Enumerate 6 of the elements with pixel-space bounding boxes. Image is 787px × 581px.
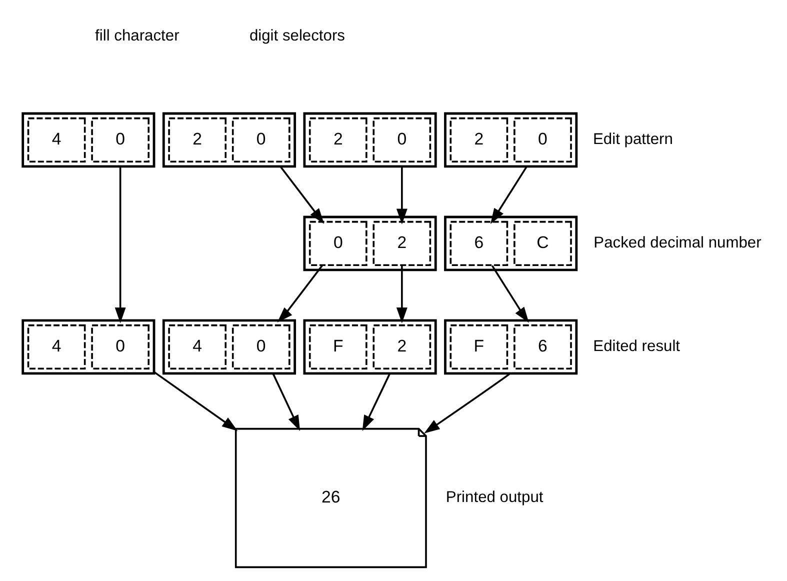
label: Edit pattern [593, 130, 673, 148]
label: fill character [95, 27, 180, 44]
label: digit selectors [249, 27, 345, 44]
label: Edited result [593, 338, 680, 355]
label: Printed output [446, 488, 544, 506]
label: Packed decimal number [594, 234, 762, 252]
